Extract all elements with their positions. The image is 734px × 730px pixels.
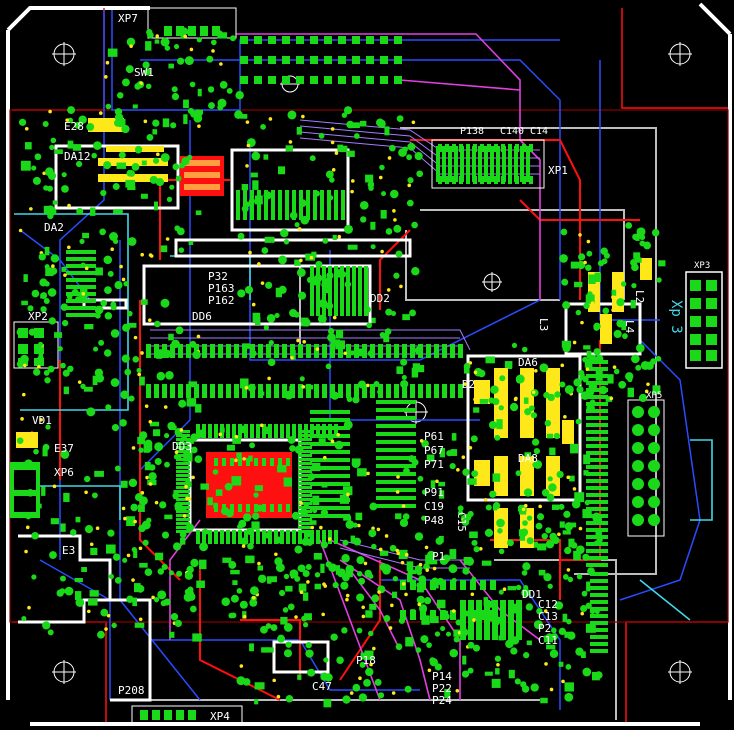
label-e3: E3	[62, 544, 75, 557]
label-xp5: XP5	[646, 391, 662, 401]
label-xp3-big: Xp 3	[668, 300, 684, 334]
ref-label: C19	[424, 500, 444, 513]
label-xp6: XP6	[54, 466, 74, 479]
label-dd2: DD2	[370, 292, 390, 305]
ref-label: P162	[208, 294, 235, 307]
label-dd1: DD1	[522, 588, 542, 601]
mounting-holes	[52, 42, 692, 684]
ref-label: P163	[208, 282, 235, 295]
label-c15: C15	[455, 512, 468, 532]
label-l2: L2	[633, 290, 646, 303]
ref-labels-top: P138 C140 C14	[460, 126, 548, 137]
label-vd1: VD1	[32, 414, 52, 427]
ref-label: P2	[538, 622, 551, 635]
ref-label: P61	[424, 430, 444, 443]
connector-xp4	[131, 705, 243, 725]
label-l3: L3	[537, 318, 550, 331]
ref-label: C11	[538, 634, 558, 647]
resistor-labels-left: P32 P163 P162	[208, 270, 235, 307]
ref-label: P22	[432, 682, 452, 695]
connector-xp3	[685, 271, 723, 369]
label-xp7: XP7	[118, 12, 138, 25]
label-da6: DA6	[518, 356, 538, 369]
darkred-boundary	[9, 109, 729, 623]
connector-xp5	[627, 399, 665, 537]
ref-label: P91	[424, 486, 444, 499]
labels: XP7 SW1 E28 DA12 DA2 XP1 XP2 XP3 Xp 3 XP…	[28, 12, 710, 723]
label-da2: DA2	[44, 221, 64, 234]
ref-label: P32	[208, 270, 228, 283]
label-xp4: XP4	[210, 710, 230, 723]
ref-label: P18	[356, 654, 376, 667]
dd3-chip	[206, 452, 292, 518]
ref-label: C12	[538, 598, 558, 611]
via-field	[16, 27, 662, 704]
ref-label: P67	[424, 444, 444, 457]
ref-label: P1	[432, 550, 445, 563]
label-d2: D2	[462, 378, 475, 391]
keepout-lines	[124, 127, 657, 720]
ref-labels-bottom: P1 P14 P22 P24 P208 P18	[118, 550, 452, 707]
label-da12: DA12	[64, 150, 91, 163]
ref-label: P24	[432, 694, 452, 707]
board-outline	[6, 2, 732, 726]
ref-label: C14	[530, 126, 548, 137]
connector-xp6	[10, 462, 40, 518]
ref-labels-middle: P61 P67 P71 P91 C19 P48	[424, 430, 444, 527]
label-sw1: SW1	[134, 66, 154, 79]
ref-label: P14	[432, 670, 452, 683]
label-dd6: DD6	[192, 310, 212, 323]
label-e28: E28	[64, 120, 84, 133]
ref-label: C13	[538, 610, 558, 623]
label-da8: DA8	[518, 452, 538, 465]
label-c47: C47	[312, 680, 332, 693]
label-xp1: XP1	[548, 164, 568, 177]
label-dd3: DD3	[172, 440, 192, 453]
label-e37: E37	[54, 442, 74, 455]
ref-label: P48	[424, 514, 444, 527]
label-xp3: XP3	[694, 261, 710, 271]
ref-labels-right-bottom: C12 C13 P2 C11	[538, 598, 558, 647]
label-xp2: XP2	[28, 310, 48, 323]
ref-label: C140	[500, 126, 524, 137]
ref-label: P138	[460, 126, 484, 137]
connector-xp7	[147, 7, 237, 39]
label-l4: L4	[623, 320, 636, 334]
ref-label: P71	[424, 458, 444, 471]
ref-label: P208	[118, 684, 145, 697]
